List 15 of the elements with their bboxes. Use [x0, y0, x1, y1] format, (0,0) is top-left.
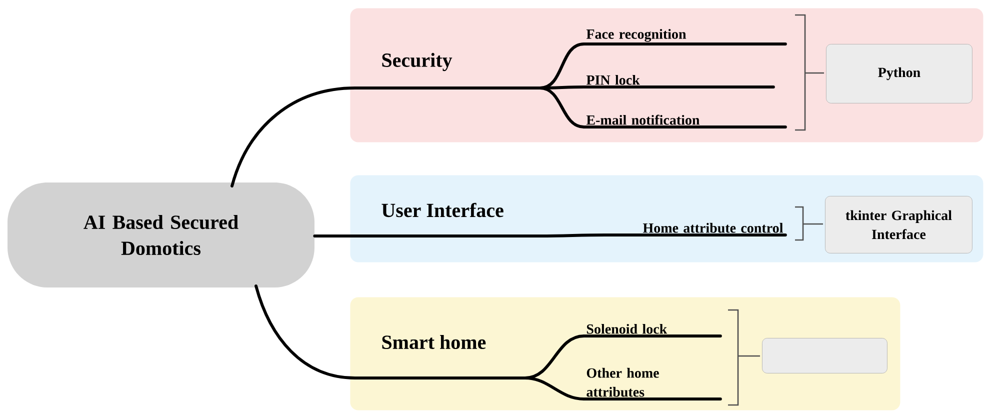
branch-label: Solenoid lock	[582, 324, 722, 338]
tool-box: Python	[826, 44, 972, 104]
branch-label: E-mail notification	[582, 114, 787, 128]
branch-line	[254, 284, 526, 380]
branch-line	[313, 234, 606, 238]
branch-label: Home attribute control	[604, 222, 787, 236]
branch-label: Other home attributes	[582, 368, 722, 400]
tool-box: tkinter Graphical Interface	[825, 196, 972, 254]
branch-line	[538, 86, 586, 128]
tool-box	[762, 338, 888, 374]
branch-label: PIN lock	[582, 74, 775, 88]
branch-line	[230, 86, 542, 188]
branch-line	[524, 376, 586, 400]
branch-label: Face recognition	[582, 28, 787, 46]
topic-box: AI Based Secured Domotics	[8, 182, 314, 288]
